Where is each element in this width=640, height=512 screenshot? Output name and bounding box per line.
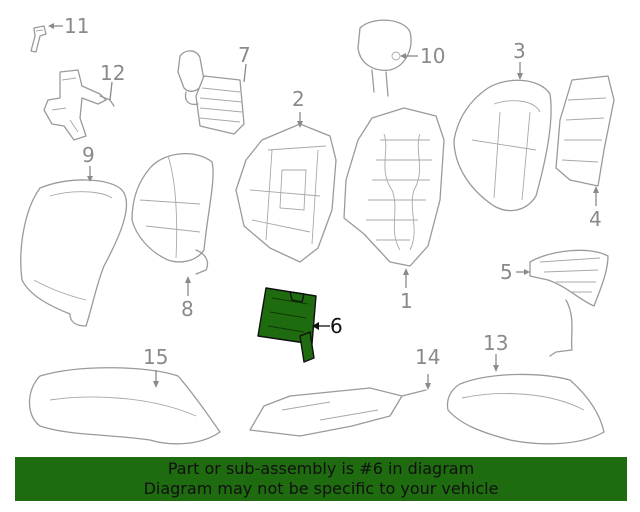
part-4-back-panel: [555, 75, 615, 187]
part-5-heater-mat: [529, 249, 609, 357]
arrow-9: [87, 176, 93, 182]
part-1-seatback-frame: [343, 107, 445, 267]
callout-12: 12: [100, 61, 125, 85]
arrow-3: [517, 73, 523, 80]
callout-14: 14: [415, 345, 440, 369]
part-13-seat-cushion: [446, 373, 605, 445]
arrow-15: [153, 381, 159, 388]
notice-banner: Part or sub-assembly is #6 in diagram Di…: [15, 457, 627, 501]
callout-7: 7: [238, 43, 251, 67]
callout-8: 8: [181, 297, 194, 321]
part-7-lumbar-module: [177, 50, 245, 135]
arrow-5: [524, 269, 530, 275]
callout-10: 10: [420, 44, 445, 68]
callout-6: 6: [330, 314, 343, 338]
callout-5: 5: [500, 260, 513, 284]
part-11-clip: [30, 25, 47, 53]
arrow-6: [312, 322, 319, 330]
parts-diagram: 11 12 9 7 8 2: [20, 14, 615, 445]
notice-line-2: Diagram may not be specific to your vehi…: [143, 479, 499, 498]
part-3-backrest-cushion: [453, 79, 552, 212]
callout-1: 1: [400, 289, 413, 313]
arrow-8: [185, 276, 191, 283]
arrow-10: [400, 53, 406, 59]
part-6-highlighted-module: [257, 287, 317, 363]
arrow-11: [48, 23, 54, 29]
callout-2: 2: [292, 87, 305, 111]
part-15-seat-cover: [28, 367, 221, 445]
callout-9: 9: [82, 143, 95, 167]
part-10-headrest: [357, 19, 412, 97]
callout-15: 15: [143, 345, 168, 369]
part-8-backrest-pad: [131, 152, 214, 275]
callout-4: 4: [589, 207, 602, 231]
arrow-1: [403, 268, 409, 275]
callout-3: 3: [513, 39, 526, 63]
callout-11: 11: [64, 14, 89, 38]
arrow-2: [297, 121, 303, 128]
notice-line-1: Part or sub-assembly is #6 in diagram: [167, 459, 475, 478]
arrow-14: [425, 383, 431, 390]
part-2-backrest-frame: [235, 123, 337, 263]
arrow-13: [493, 365, 499, 372]
leader-7: [243, 63, 247, 83]
part-9-backrest-cover: [20, 179, 128, 327]
part-14-seat-pan: [249, 387, 427, 437]
arrow-4: [593, 186, 599, 193]
callout-13: 13: [483, 331, 508, 355]
leader-12: [109, 81, 113, 101]
